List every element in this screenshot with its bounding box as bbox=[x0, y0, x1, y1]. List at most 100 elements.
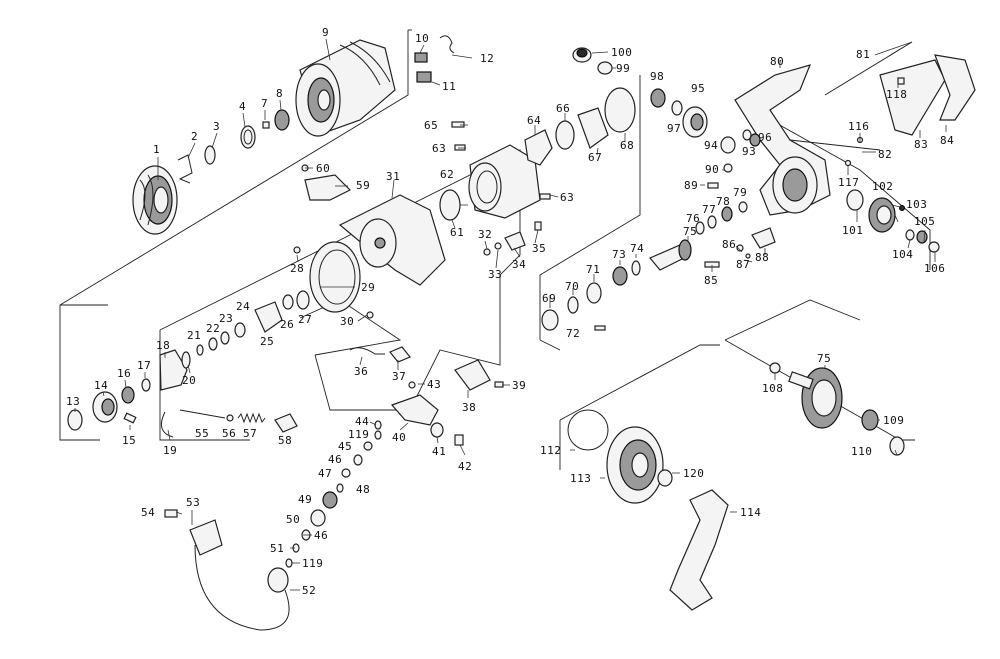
part-110-washer bbox=[889, 436, 905, 456]
label-80: 80 bbox=[770, 55, 784, 68]
label-90: 90 bbox=[705, 163, 719, 176]
label-93: 93 bbox=[742, 145, 756, 158]
part-119a-ring bbox=[374, 430, 382, 440]
label-117: 117 bbox=[838, 176, 859, 189]
part-41-collar bbox=[430, 422, 444, 438]
label-65: 65 bbox=[424, 119, 438, 132]
label-31: 31 bbox=[386, 170, 400, 183]
label-94: 94 bbox=[704, 139, 718, 152]
part-45-ring bbox=[363, 441, 373, 451]
label-77: 77 bbox=[702, 203, 716, 216]
label-66: 66 bbox=[556, 102, 570, 115]
label-64: 64 bbox=[527, 114, 541, 127]
part-58-stopper bbox=[274, 413, 298, 433]
part-119b-ring bbox=[285, 558, 293, 568]
label-76: 76 bbox=[686, 212, 700, 225]
part-24-ring bbox=[234, 322, 246, 338]
part-99-ring bbox=[597, 61, 613, 75]
label-39: 39 bbox=[512, 379, 526, 392]
label-21: 21 bbox=[187, 329, 201, 342]
part-50-bearing bbox=[310, 509, 326, 527]
part-82-arm bbox=[789, 139, 881, 151]
label-48: 48 bbox=[356, 483, 370, 496]
label-119a: 119 bbox=[348, 428, 369, 441]
label-103: 103 bbox=[906, 198, 927, 211]
part-78-bearing bbox=[721, 206, 733, 222]
part-3-washer bbox=[204, 145, 216, 165]
label-109: 109 bbox=[883, 414, 904, 427]
label-116: 116 bbox=[848, 120, 869, 133]
part-63a-screw bbox=[454, 144, 466, 151]
label-120: 120 bbox=[683, 467, 704, 480]
part-117-pin bbox=[844, 159, 852, 167]
part-114-handle bbox=[669, 489, 729, 611]
label-2: 2 bbox=[191, 130, 198, 143]
part-94-ring bbox=[720, 136, 736, 154]
label-59: 59 bbox=[356, 179, 370, 192]
part-8-bearing bbox=[274, 109, 290, 131]
part-43-screw bbox=[408, 381, 416, 389]
label-83: 83 bbox=[914, 138, 928, 151]
part-109-bearing bbox=[861, 409, 879, 431]
label-41: 41 bbox=[432, 445, 446, 458]
part-37-line-roller bbox=[389, 346, 411, 363]
part-22-ring bbox=[208, 337, 218, 351]
label-46a: 46 bbox=[328, 453, 342, 466]
part-54-screw bbox=[164, 509, 178, 518]
label-63a: 63 bbox=[432, 142, 446, 155]
part-31-rotor bbox=[338, 194, 446, 286]
part-20-washer bbox=[181, 351, 191, 369]
label-18: 18 bbox=[156, 339, 170, 352]
label-1: 1 bbox=[153, 143, 160, 156]
part-76-ring bbox=[695, 221, 705, 235]
part-23-ring bbox=[220, 331, 230, 345]
label-60: 60 bbox=[316, 162, 330, 175]
part-98-bearing bbox=[650, 88, 666, 108]
part-52-roller bbox=[267, 567, 289, 593]
part-68-ring bbox=[604, 87, 636, 133]
part-95-cap bbox=[682, 106, 708, 138]
part-4-ring bbox=[240, 125, 256, 149]
part-81-rod bbox=[824, 41, 913, 96]
part-36-bail-wire bbox=[349, 347, 385, 355]
part-39-screw bbox=[494, 381, 504, 388]
label-44: 44 bbox=[355, 415, 369, 428]
label-36: 36 bbox=[354, 365, 368, 378]
part-90-ring bbox=[723, 163, 733, 173]
label-42: 42 bbox=[458, 460, 472, 473]
label-46b: 46 bbox=[314, 529, 328, 542]
label-106: 106 bbox=[924, 262, 945, 275]
part-105-bearing bbox=[916, 230, 928, 244]
part-53-bail-wire bbox=[194, 544, 290, 631]
part-15-screw bbox=[123, 412, 137, 424]
part-56-ring bbox=[226, 414, 234, 422]
part-66-washer bbox=[555, 120, 575, 150]
part-57-spring bbox=[237, 412, 266, 424]
label-87: 87 bbox=[736, 258, 750, 271]
part-89-screw bbox=[707, 182, 719, 189]
label-15: 15 bbox=[122, 434, 136, 447]
label-110: 110 bbox=[851, 445, 872, 458]
part-71-ring bbox=[586, 282, 602, 304]
label-119b: 119 bbox=[302, 557, 323, 570]
part-34-clip bbox=[504, 231, 526, 251]
part-96-ring bbox=[742, 129, 752, 141]
part-93-bearing bbox=[749, 133, 761, 147]
label-11: 11 bbox=[442, 80, 456, 93]
label-68: 68 bbox=[620, 139, 634, 152]
label-35: 35 bbox=[532, 242, 546, 255]
part-97-washer bbox=[671, 100, 683, 116]
part-40-bail-arm bbox=[390, 394, 439, 426]
label-40: 40 bbox=[392, 431, 406, 444]
label-75a: 75 bbox=[683, 225, 697, 238]
label-56: 56 bbox=[222, 427, 236, 440]
part-44-ring bbox=[374, 420, 382, 430]
part-84-foot bbox=[934, 54, 976, 121]
label-7: 7 bbox=[261, 97, 268, 110]
label-49: 49 bbox=[298, 493, 312, 506]
label-75b: 75 bbox=[817, 352, 831, 365]
part-73-bearing bbox=[612, 266, 628, 286]
label-33: 33 bbox=[488, 268, 502, 281]
label-30: 30 bbox=[340, 315, 354, 328]
label-45: 45 bbox=[338, 440, 352, 453]
